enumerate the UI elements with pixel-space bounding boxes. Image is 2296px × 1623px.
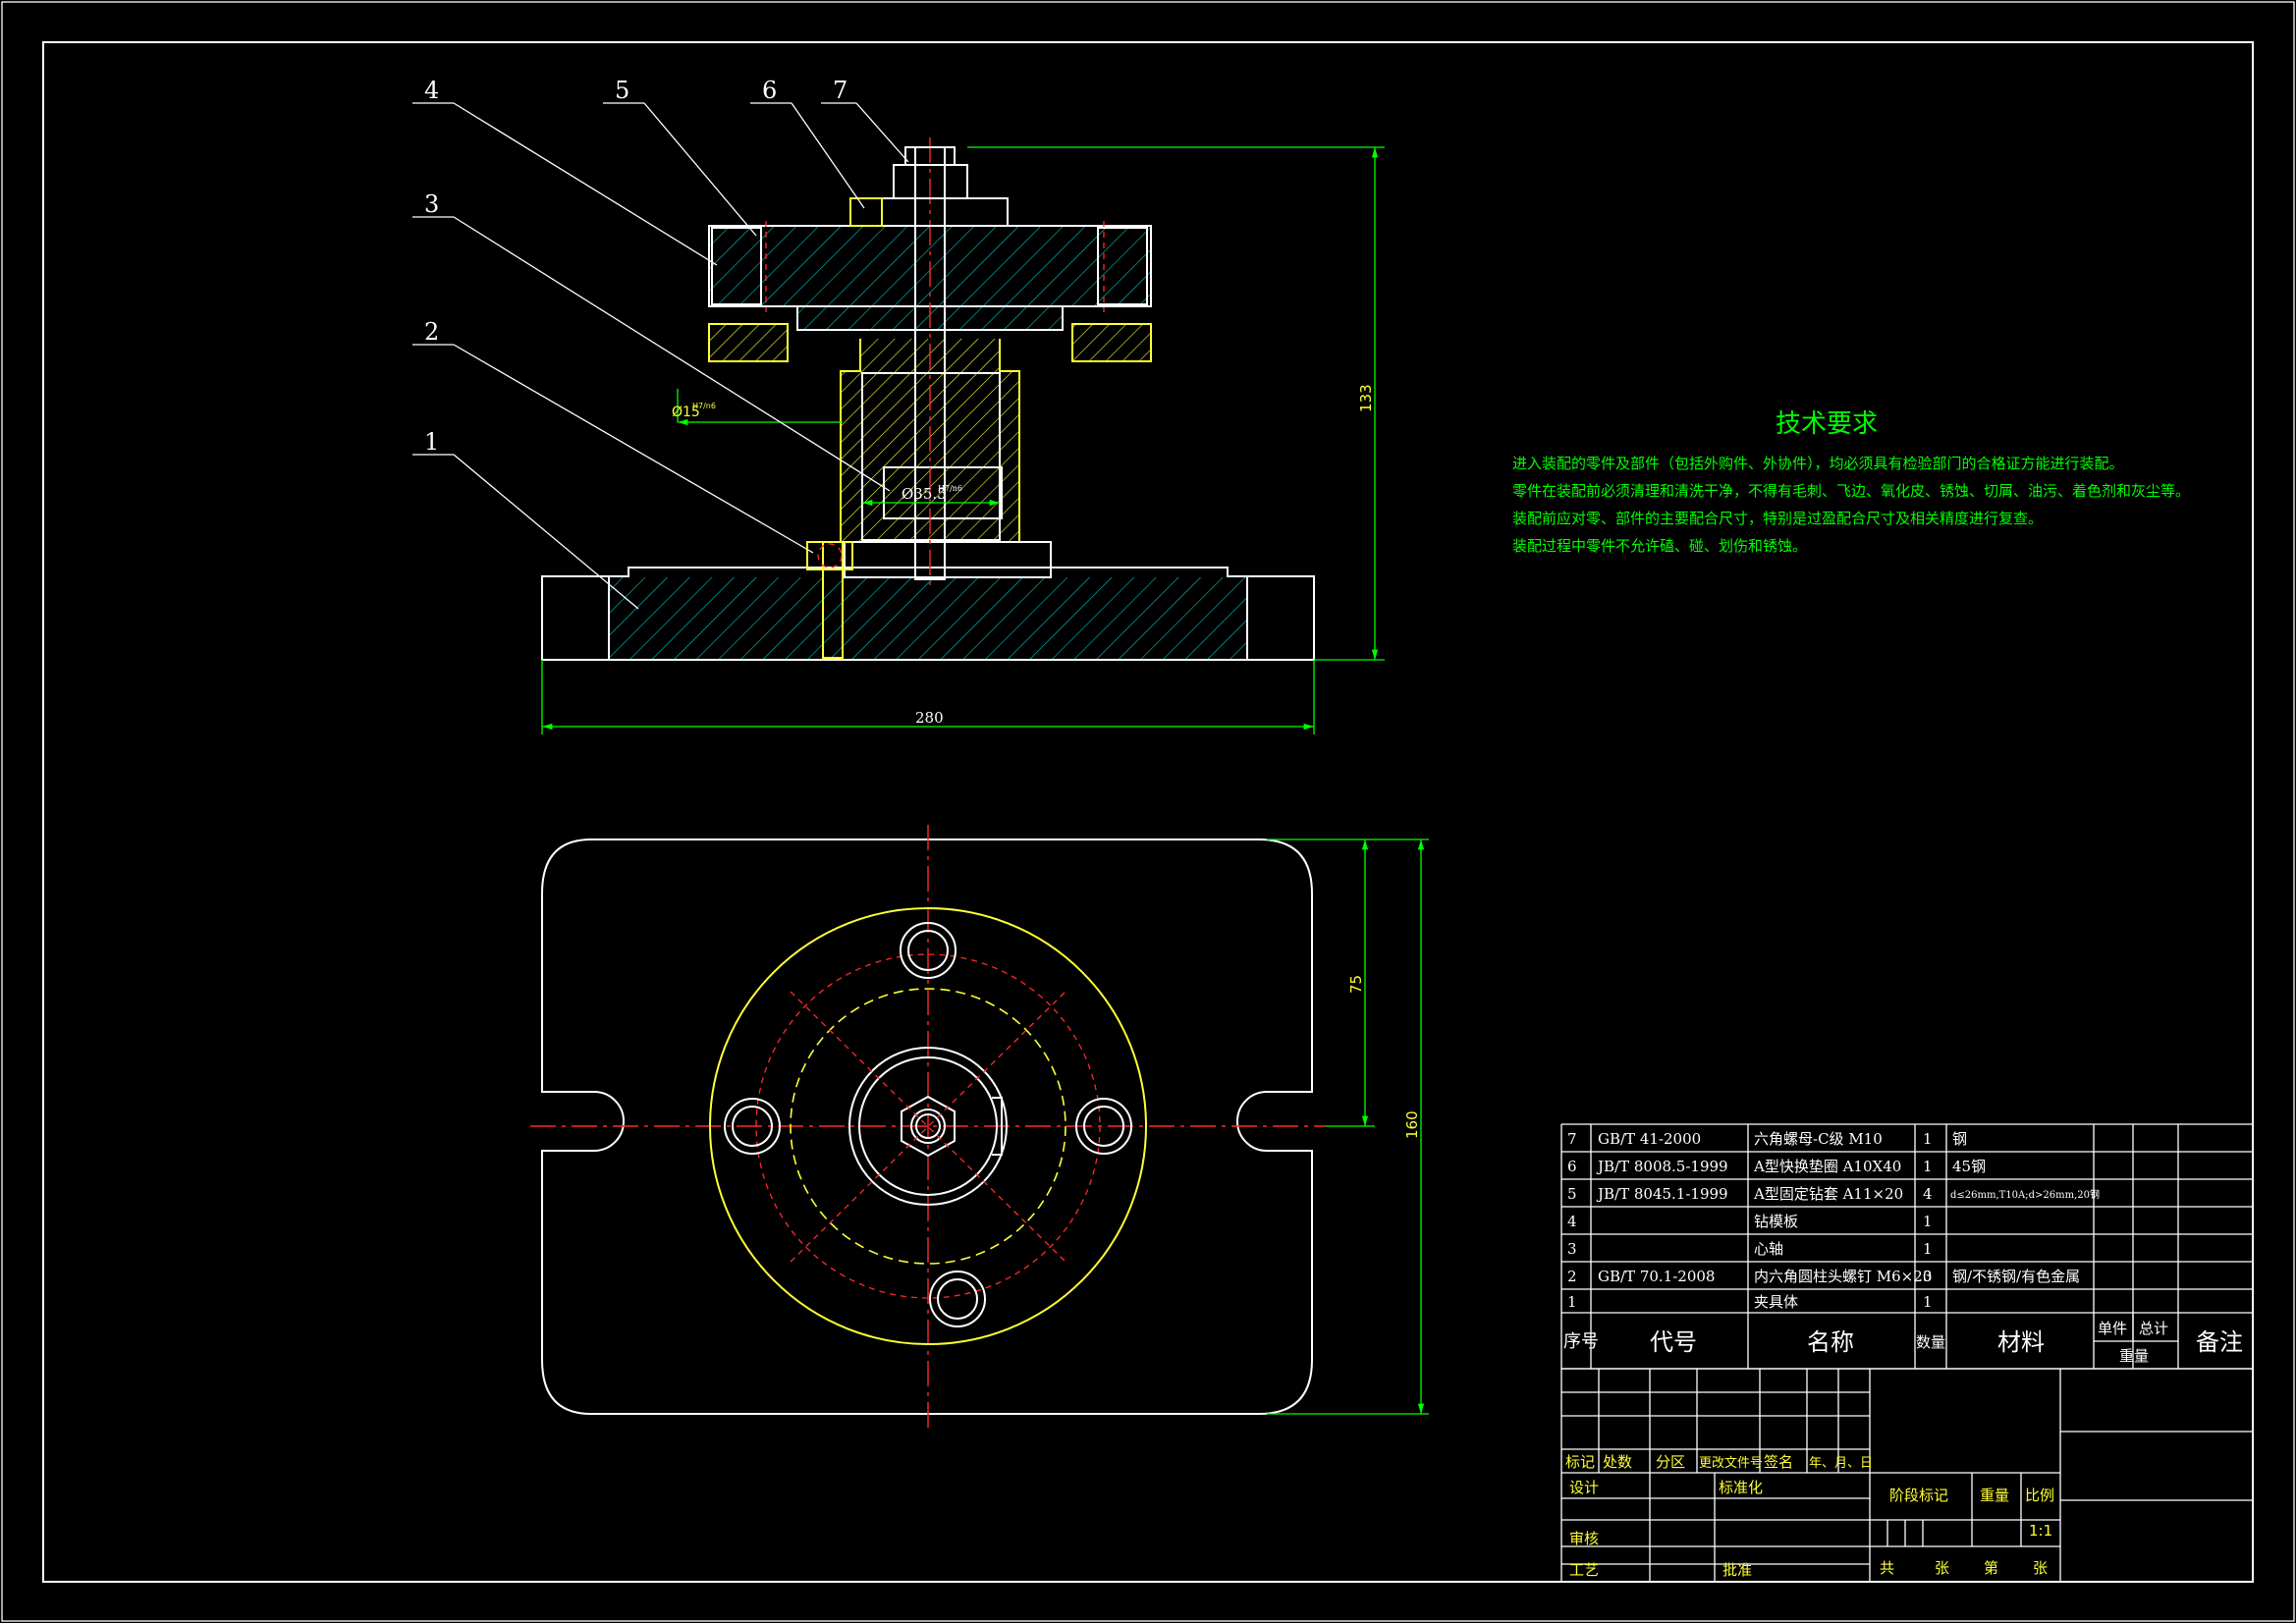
bom-row4-qty: 1: [1923, 1213, 1933, 1230]
tech-line-1: 进入装配的零件及部件（包括外购件、外协件），均必须具有检验部门的合格证方能进行装…: [1512, 455, 2124, 472]
bom-row1-qty: 1: [1923, 1293, 1933, 1311]
bom-row5-material: d≤26mm,T10A;d>26mm,20钢: [1950, 1188, 2100, 1201]
bom-row3-qty: 1: [1923, 1240, 1933, 1258]
tb-marks: 标记: [1565, 1453, 1595, 1471]
dim-width: 280: [915, 709, 944, 727]
front-section-view: Ø15 H7/n6 Ø35.5 H7/n6 133 280: [541, 137, 1385, 734]
tb-standardize: 标准化: [1719, 1479, 1763, 1496]
tb-process: 工艺: [1569, 1561, 1599, 1579]
balloon-4: 4: [424, 77, 439, 104]
bom-row6-code: JB/T 8008.5-1999: [1596, 1158, 1728, 1175]
tech-line-4: 装配过程中零件不允许磕、碰、划伤和锈蚀。: [1512, 537, 1807, 555]
tb-count: 处数: [1603, 1453, 1632, 1471]
tb-design: 设计: [1569, 1479, 1599, 1496]
bom-header-total: 总计: [2139, 1320, 2168, 1337]
tb-change-doc: 更改文件号: [1699, 1456, 1763, 1471]
bom-row2-qty: 3: [1923, 1268, 1933, 1285]
dim-height: 133: [1357, 384, 1375, 412]
balloon-1: 1: [424, 428, 439, 456]
tb-scale: 比例: [2025, 1487, 2054, 1504]
dim-dia-bore: Ø35.5: [902, 485, 947, 503]
bom-row5-no: 5: [1567, 1185, 1577, 1203]
balloon-3: 3: [424, 190, 439, 218]
tb-sheets-total: 共: [1880, 1559, 1894, 1577]
bom-row2-material: 钢/不锈钢/有色金属: [1952, 1268, 2080, 1285]
bom-row4-no: 4: [1567, 1213, 1577, 1230]
dim-dia-small-tol: H7/n6: [692, 402, 716, 410]
dim-dia-bore-tol: H7/n6: [938, 484, 962, 493]
bom-row5-code: JB/T 8045.1-1999: [1596, 1185, 1728, 1203]
bom-row3-no: 3: [1567, 1240, 1577, 1258]
balloon-7: 7: [833, 77, 847, 104]
tb-stage-mark: 阶段标记: [1889, 1487, 1948, 1504]
title-block: 标记 处数 分区 更改文件号 签名 年、月、日 设计 标准化 阶段标记 重量 比…: [1560, 1368, 2254, 1583]
bom-row7-code: GB/T 41-2000: [1598, 1130, 1701, 1148]
bom-header-name: 名称: [1807, 1328, 1854, 1356]
part-balloons: 1 2 3 4 5 6 7: [412, 77, 909, 610]
tb-review: 审核: [1569, 1530, 1599, 1547]
bom-header-material: 材料: [1997, 1328, 2045, 1356]
bom-table: 7 GB/T 41-2000 六角螺母-C级 M10 1 钢 6 JB/T 80…: [1560, 1123, 2254, 1370]
tech-requirements: 技术要求 进入装配的零件及部件（包括外购件、外协件），均必须具有检验部门的合格证…: [1512, 409, 2190, 555]
bom-row7-name: 六角螺母-C级 M10: [1754, 1130, 1883, 1148]
tb-mass: 重量: [1980, 1487, 2009, 1504]
bom-row3-name: 心轴: [1754, 1240, 1783, 1258]
bom-header-qty: 数量: [1916, 1333, 1945, 1351]
tb-date: 年、月、日: [1809, 1456, 1873, 1471]
bom-row1-name: 夹具体: [1754, 1293, 1798, 1311]
bom-header-no: 序号: [1563, 1331, 1599, 1352]
tb-sheet-no: 第: [1984, 1559, 1998, 1577]
balloon-2: 2: [424, 318, 439, 346]
bom-header-unit: 单件: [2098, 1320, 2127, 1337]
tb-zone: 分区: [1656, 1453, 1685, 1471]
inner-frame: [42, 41, 2254, 1583]
tb-scale-value: 1:1: [2029, 1522, 2052, 1540]
bom-row6-material: 45钢: [1952, 1158, 1986, 1175]
bom-row2-code: GB/T 70.1-2008: [1598, 1268, 1715, 1285]
balloon-5: 5: [615, 77, 629, 104]
bom-row6-qty: 1: [1923, 1158, 1933, 1175]
bom-row4-name: 钻模板: [1754, 1213, 1798, 1230]
bom-header-remark: 备注: [2196, 1328, 2243, 1356]
base-plate-hatch: [609, 577, 1247, 660]
bom-row2-no: 2: [1567, 1268, 1577, 1285]
dim-dia-small: Ø15: [672, 405, 700, 420]
tb-sheets-unit2: 张: [2033, 1559, 2048, 1577]
tech-title: 技术要求: [1776, 409, 1878, 439]
bom-header-weight: 重量: [2119, 1347, 2149, 1365]
tech-line-3: 装配前应对零、部件的主要配合尺寸，特别是过盈配合尺寸及相关精度进行复查。: [1512, 510, 2043, 527]
tech-line-2: 零件在装配前必须清理和清洗干净，不得有毛刺、飞边、氧化皮、锈蚀、切屑、油污、着色…: [1512, 482, 2190, 500]
bom-row7-material: 钢: [1952, 1130, 1967, 1148]
bom-row7-qty: 1: [1923, 1130, 1933, 1148]
bom-row1-no: 1: [1567, 1293, 1577, 1311]
bom-row6-name: A型快换垫圈 A10X40: [1753, 1158, 1901, 1175]
balloon-6: 6: [762, 77, 777, 104]
tb-signature: 签名: [1764, 1453, 1793, 1471]
bom-row2-name: 内六角圆柱头螺钉 M6×20: [1754, 1268, 1932, 1285]
bom-row5-qty: 4: [1923, 1185, 1933, 1203]
bom-row6-no: 6: [1567, 1158, 1577, 1175]
dim-plan-full: 160: [1403, 1110, 1421, 1139]
plan-view: 75 160: [530, 825, 1429, 1429]
bom-row5-name: A型固定钻套 A11×20: [1753, 1185, 1903, 1203]
bom-row7-no: 7: [1567, 1130, 1577, 1148]
tb-sheets-unit1: 张: [1935, 1559, 1949, 1577]
dim-plan-half: 75: [1347, 975, 1365, 994]
bom-header-code: 代号: [1650, 1328, 1697, 1356]
tb-approve: 批准: [1722, 1561, 1752, 1579]
